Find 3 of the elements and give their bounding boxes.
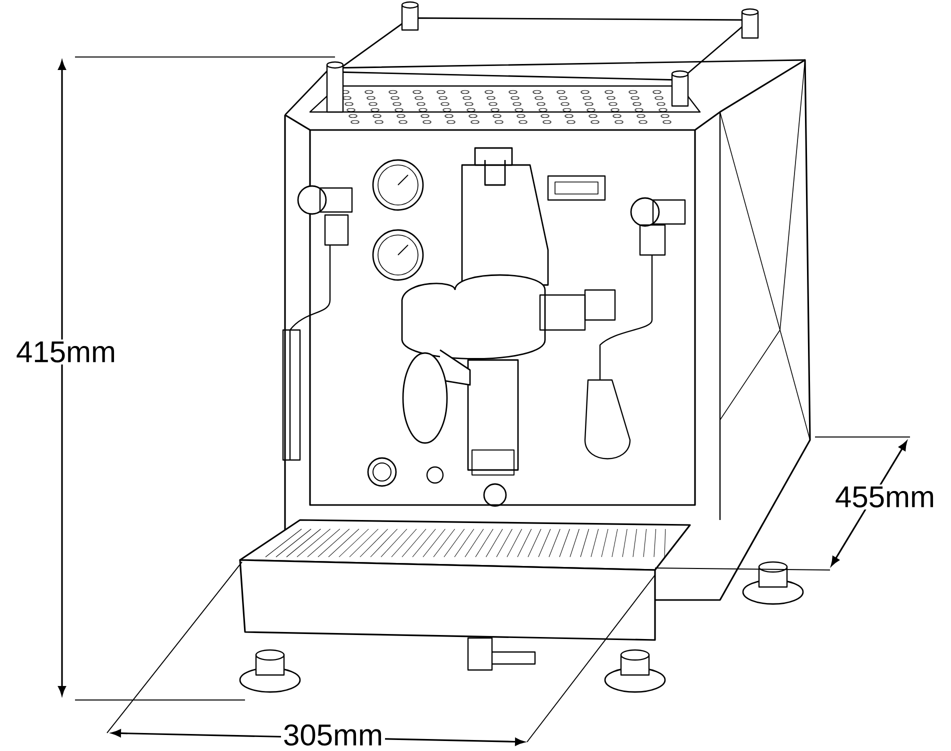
dimension-label: 415mm — [14, 340, 118, 364]
dimension-label: 455mm — [833, 484, 938, 510]
dimension-label: 305mm — [281, 722, 386, 748]
